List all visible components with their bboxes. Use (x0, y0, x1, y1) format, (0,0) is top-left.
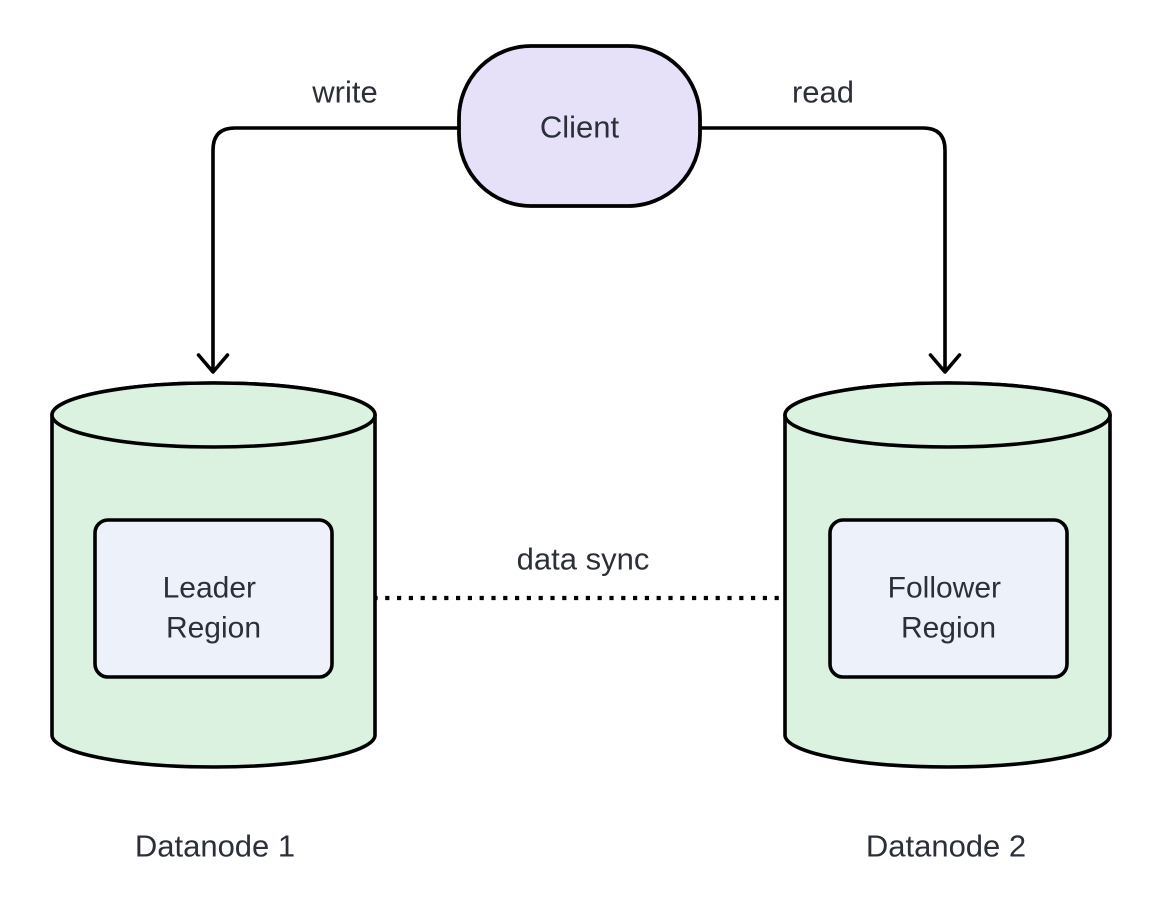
client-label: Client (540, 110, 620, 145)
read-edge: read (698, 75, 962, 374)
client-node: Client (457, 44, 702, 208)
write-edge: write (196, 75, 462, 374)
data-sync-edge: data sync (338, 542, 825, 615)
datanode1-cylinder-top (50, 381, 377, 449)
follower-region-label-line2: Region (901, 612, 996, 645)
data-sync-edge-label: data sync (517, 542, 650, 577)
client-shape (457, 44, 702, 208)
datanode2-label: Datanode 2 (866, 829, 1026, 864)
datanode2-node: Follower Region Datanode 2 (783, 381, 1112, 864)
datanode1-node: Leader Region Datanode 1 (50, 381, 377, 864)
follower-region-label-line1: Follower (888, 572, 1001, 605)
follower-region-box (828, 518, 1069, 679)
datanode2-cylinder-top (783, 381, 1112, 449)
leader-region-box (93, 518, 334, 679)
read-edge-line (698, 126, 947, 371)
read-edge-label: read (792, 75, 854, 110)
follower-region-label: Follower Region (888, 562, 1010, 645)
leader-region-label-line1: Leader (163, 572, 256, 605)
write-edge-label: write (311, 75, 377, 110)
write-arrowhead-icon (196, 353, 230, 374)
leader-region-label-line2: Region (166, 612, 261, 645)
leader-region-label: Leader Region (163, 562, 265, 645)
write-edge-line (211, 126, 462, 371)
datanode1-label: Datanode 1 (135, 829, 295, 864)
read-arrowhead-icon (928, 353, 962, 374)
